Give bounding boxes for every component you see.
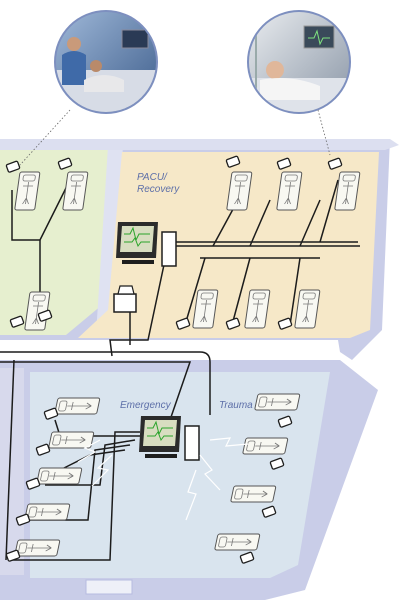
patient-monitor-icon[interactable] — [37, 309, 53, 322]
bed-icon — [254, 393, 301, 411]
photo-pointer-line — [317, 109, 331, 156]
central-station-icon[interactable] — [139, 416, 200, 461]
patient-monitor-icon[interactable] — [269, 457, 285, 470]
patient-monitor-icon[interactable] — [277, 317, 293, 330]
bed-icon — [244, 289, 271, 329]
central-station-icon[interactable] — [116, 222, 177, 267]
patient-monitor-icon[interactable] — [239, 551, 255, 564]
patient-monitor-icon[interactable] — [261, 505, 277, 518]
bed-icon — [214, 533, 261, 551]
bed-icon — [226, 171, 253, 211]
patient-monitor-icon[interactable] — [9, 315, 25, 328]
patient-monitor-icon[interactable] — [175, 317, 191, 330]
bed-icon — [54, 397, 101, 415]
bed-icon — [24, 503, 71, 521]
patient-monitor-icon[interactable] — [5, 160, 21, 173]
bed-icon — [230, 485, 277, 503]
patient-monitor-icon[interactable] — [15, 513, 31, 526]
bed-icon — [242, 437, 289, 455]
ward-divider-wall — [96, 146, 123, 335]
floor-vent — [85, 579, 133, 595]
upper-floor-rim — [0, 139, 399, 150]
bed-icon — [192, 289, 219, 329]
patient-monitor-icon[interactable] — [277, 415, 293, 428]
patient-monitor-icon[interactable] — [276, 157, 292, 170]
bed-icon — [14, 171, 41, 211]
pacu-label-line2: Recovery — [137, 184, 180, 195]
left-ward-area — [0, 150, 113, 335]
patient-monitor-icon[interactable] — [25, 477, 41, 490]
emergency-label: Emergency — [120, 400, 172, 411]
emergency-area — [30, 372, 330, 578]
bed-icon — [334, 171, 361, 211]
photo-patient — [247, 10, 351, 156]
patient-monitor-icon[interactable] — [327, 157, 343, 170]
wireless-signal-icon — [77, 437, 249, 521]
network-switch-icon[interactable] — [113, 285, 137, 313]
bed-icon — [62, 171, 89, 211]
patient-monitor-icon[interactable] — [225, 155, 241, 168]
bed-icon — [294, 289, 321, 329]
patient-monitor-icon[interactable] — [35, 443, 51, 456]
bed-icon — [14, 539, 61, 557]
monitors-layer — [5, 155, 343, 564]
patient-monitor-icon[interactable] — [43, 407, 59, 420]
trauma-label: Trauma — [219, 400, 253, 411]
pacu-label-line1: PACU/ — [137, 172, 168, 183]
beds-layer — [14, 171, 361, 557]
patient-monitor-icon[interactable] — [57, 157, 73, 170]
patient-monitor-icon[interactable] — [5, 549, 21, 562]
patient-monitor-icon[interactable] — [225, 317, 241, 330]
bed-icon — [36, 467, 83, 485]
bed-icon — [276, 171, 303, 211]
bed-icon — [48, 431, 95, 449]
